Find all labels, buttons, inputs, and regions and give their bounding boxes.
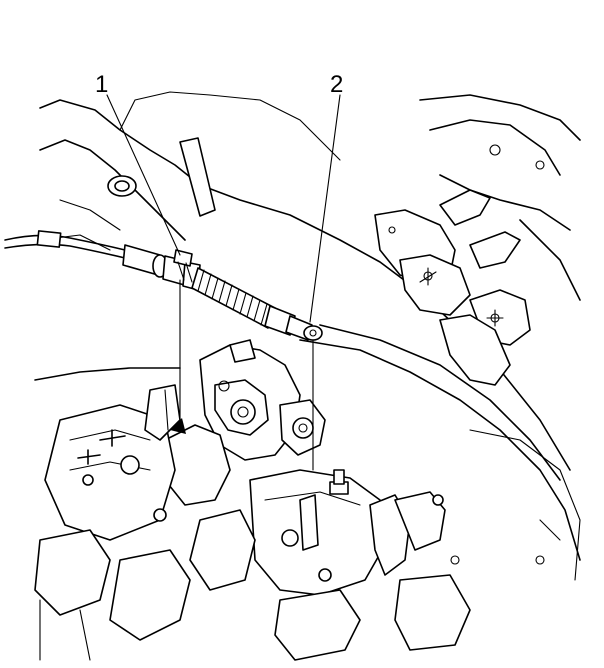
leader-line-2 [309, 94, 341, 323]
callout-label-1: 1 [95, 71, 109, 98]
wire-harness [4, 230, 126, 259]
callout-label-2: 2 [330, 71, 344, 98]
bolt-markers [77, 418, 186, 465]
sleeve-ribs [197, 269, 268, 326]
leader-line-1 [106, 94, 181, 256]
leader-lines [106, 94, 341, 471]
transmission-housing [34, 339, 581, 661]
engine-mount [374, 189, 531, 386]
shift-cable [122, 244, 323, 341]
strut-tower [419, 94, 581, 301]
